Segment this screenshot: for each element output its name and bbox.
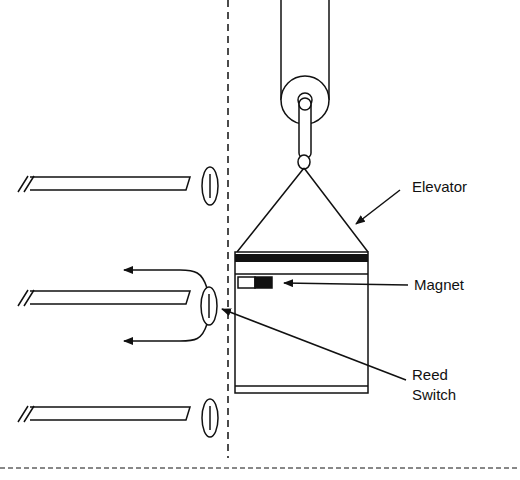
sling (237, 168, 368, 252)
ground-line (0, 468, 520, 469)
signal-wire (124, 324, 207, 341)
part-label: Reed Switch (412, 365, 472, 405)
floor-slabs (18, 176, 190, 422)
signal-wire (124, 270, 207, 288)
part-label: Elevator (412, 177, 512, 197)
leader-line (356, 190, 400, 224)
hook (298, 155, 310, 169)
magnet (238, 277, 255, 288)
pulley-axle (299, 98, 311, 110)
shaft-line (227, 0, 229, 458)
cable (328, 0, 330, 100)
magnet (255, 277, 272, 288)
reed-switch (201, 167, 218, 437)
cable (280, 0, 282, 100)
part-label: Magnet (414, 275, 514, 295)
leader-line (222, 309, 406, 380)
car-top-beam (235, 254, 368, 262)
car-line (235, 273, 368, 275)
leader-line (284, 283, 408, 285)
car-floor (235, 385, 368, 387)
